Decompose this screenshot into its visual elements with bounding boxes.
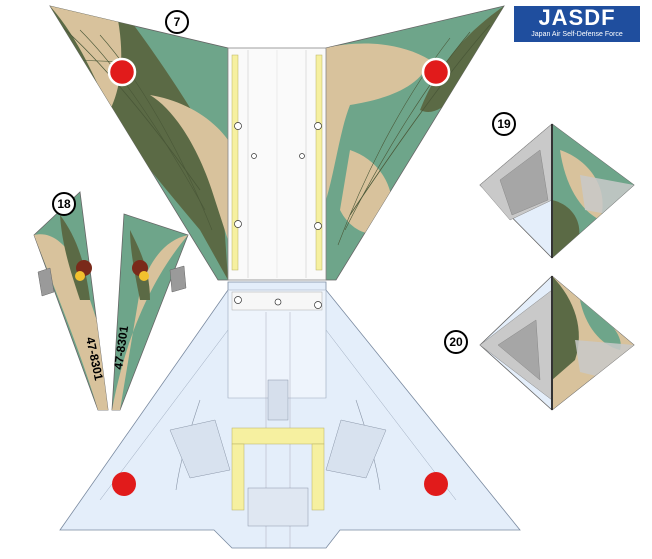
glue-point-marker <box>299 153 305 159</box>
yellow-strip-left <box>231 54 239 271</box>
part-number-part-a: 19 <box>492 112 516 136</box>
upper-fuselage <box>227 47 327 281</box>
jasdf-logo: JASDF Japan Air Self-Defense Force <box>514 6 640 42</box>
glue-point-marker <box>274 298 282 306</box>
glue-point-marker <box>314 122 322 130</box>
hinomaru-roundel-upper-left <box>107 57 137 87</box>
unit-emblem-icon <box>132 260 149 281</box>
glue-point-marker <box>234 220 242 228</box>
hinomaru-roundel-lower-left <box>112 472 136 496</box>
yellow-strip-lower <box>231 427 325 445</box>
tail-fin-left <box>33 191 109 411</box>
glue-point-marker <box>314 301 322 309</box>
lower-wing-underside <box>59 281 521 549</box>
hinomaru-roundel-lower-right <box>424 472 448 496</box>
part-19-panel <box>479 123 635 259</box>
tail-code-right: 47-8301 <box>111 325 131 371</box>
part-number-part-b: 20 <box>444 330 468 354</box>
glue-point-marker <box>251 153 257 159</box>
tail-fin-right <box>111 213 189 411</box>
part-number-tail-fins: 18 <box>52 192 76 216</box>
part-20-panel <box>479 275 635 411</box>
part-number-upper-wing: 7 <box>165 10 189 34</box>
glue-point-marker <box>234 296 242 304</box>
upper-wing-right <box>325 5 505 281</box>
logo-title: JASDF <box>538 5 616 30</box>
hinomaru-roundel-upper-right <box>421 57 451 87</box>
unit-emblem-icon <box>75 260 92 281</box>
glue-point-marker <box>234 122 242 130</box>
yellow-strip-right <box>315 54 323 271</box>
glue-point-marker <box>314 222 322 230</box>
logo-subtitle: Japan Air Self-Defense Force <box>531 31 623 38</box>
upper-wing-left <box>49 5 229 281</box>
